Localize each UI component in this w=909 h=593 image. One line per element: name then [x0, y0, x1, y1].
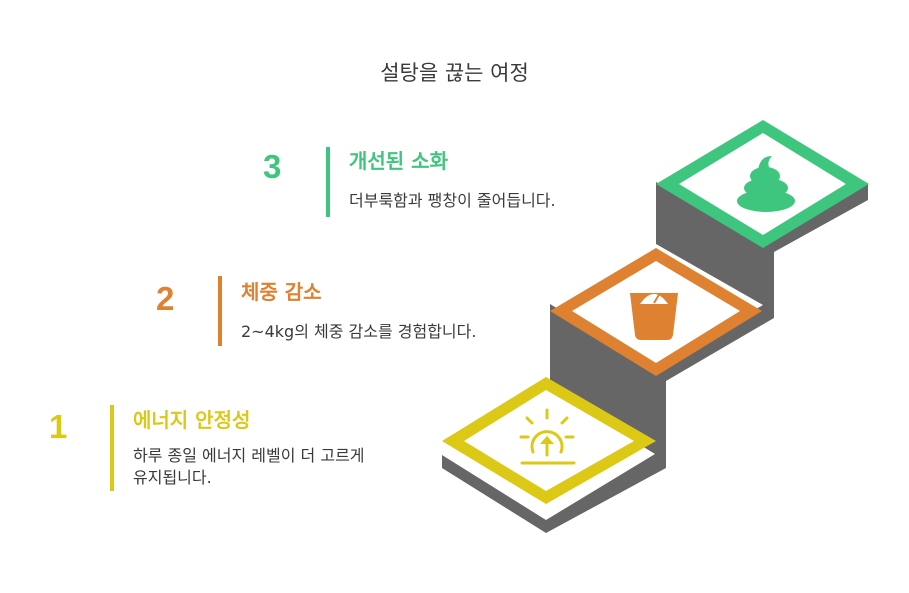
step-1-divider: [110, 405, 114, 491]
step-3-divider: [326, 147, 330, 217]
step-3-description: 더부룩함과 팽창이 줄어듭니다.: [349, 191, 556, 210]
sunrise-arrow: [540, 436, 554, 444]
diagram-title: 설탕을 끊는 여정: [380, 61, 529, 85]
step-1-description: 하루 종일 에너지 레벨이 더 고르게 유지됩니다.: [133, 446, 365, 487]
step-1-number: 1: [49, 408, 68, 445]
step-2-description: 2~4kg의 체중 감소를 경험합니다.: [241, 322, 477, 341]
step-1-title: 에너지 안정성: [133, 408, 251, 432]
step-3-number: 3: [263, 148, 282, 185]
stool-icon: [737, 156, 795, 212]
staircase-step-3-riser: [656, 182, 763, 305]
step-2-number: 2: [156, 280, 175, 317]
staircase-step-2-riser: [550, 304, 655, 454]
step-3-title: 개선된 소화: [349, 149, 448, 173]
staircase-body: [442, 184, 868, 533]
step-2-divider: [218, 276, 222, 346]
sunrise-icon: [519, 408, 576, 465]
scale-icon: [630, 292, 678, 340]
step-2-title: 체중 감소: [241, 280, 322, 304]
